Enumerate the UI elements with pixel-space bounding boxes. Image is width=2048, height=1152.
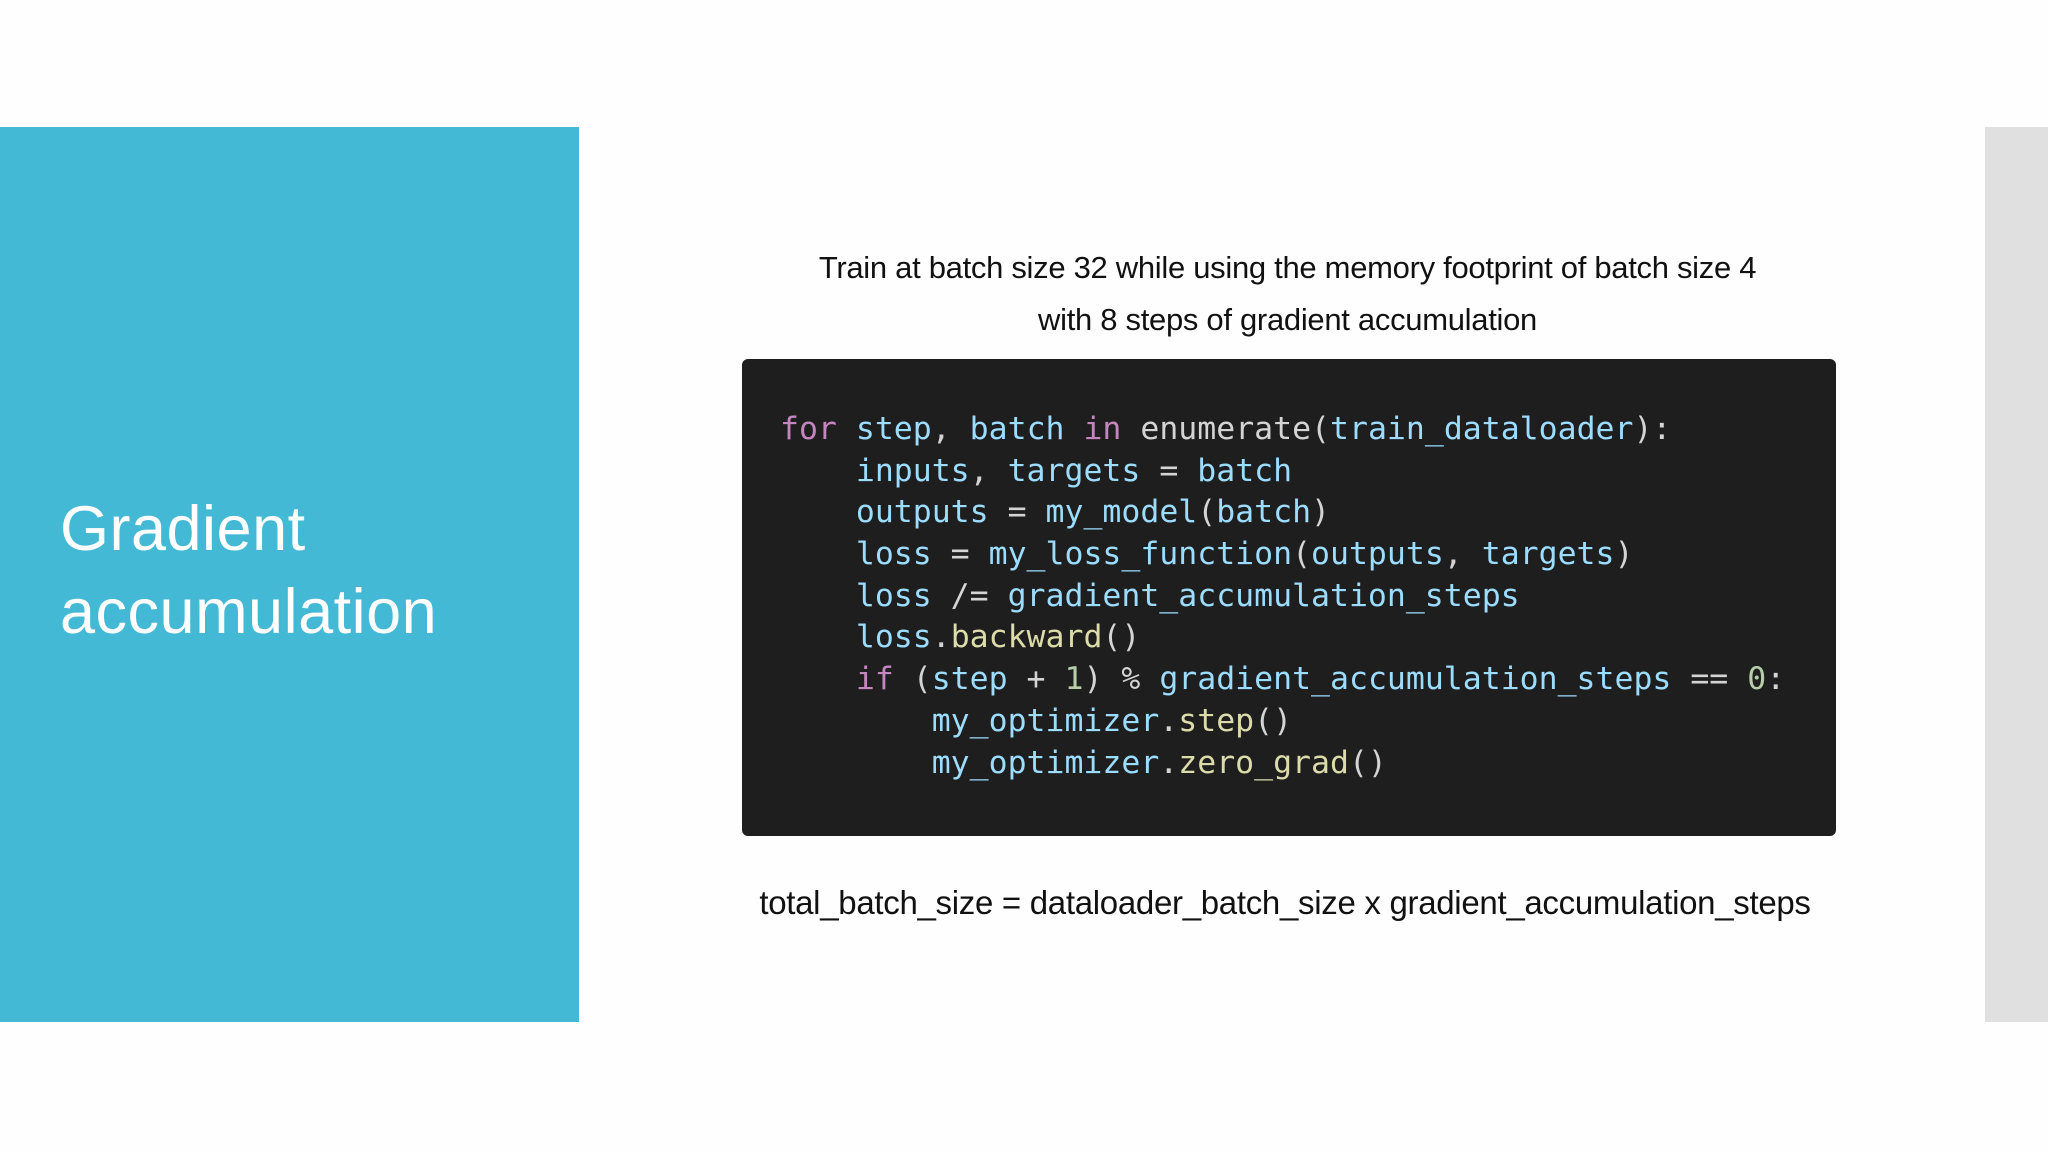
subtitle-line-1: Train at batch size 32 while using the m… [818,250,1757,285]
code-token: for [780,411,837,447]
code-token: () [1348,744,1387,781]
code-token: batch [1216,494,1312,531]
code-token: targets [1481,536,1615,573]
accent-panel [0,127,579,1022]
code-token [780,578,856,614]
code-token: ) [1614,536,1634,573]
code-token [837,411,856,447]
code-line: my_optimizer.step() [780,701,1785,743]
code-token: ( [1292,536,1312,573]
code-token: backward [950,619,1103,656]
code-line: for step, batch in enumerate(train_datal… [780,409,1785,451]
code-line: loss /= gradient_accumulation_steps [780,576,1785,618]
code-token: outputs [1311,536,1444,573]
title-line-1: Gradient [60,494,306,564]
code-token: step [1178,702,1255,739]
code-token: zero_grad [1178,744,1349,781]
code-token: /= [931,577,1008,614]
subtitle-line-2: with 8 steps of gradient accumulation [1038,302,1537,337]
code-token: enumerate( [1121,411,1331,447]
code-token: ) % [1083,661,1160,698]
code-token: . [931,619,951,656]
code-token: gradient_accumulation_steps [1159,661,1672,698]
code-token: ): [1633,411,1672,447]
code-token: ( [1197,494,1217,531]
code-line: my_optimizer.zero_grad() [780,743,1785,785]
code-token: 1 [1064,661,1084,698]
code-token: ( [893,661,932,698]
code-line: outputs = my_model(batch) [780,492,1785,534]
code-token: = [1140,452,1198,489]
code-token: . [1159,702,1179,739]
code-token: () [1254,702,1293,739]
code-token: = [988,494,1046,531]
code-token: == [1671,661,1748,698]
slide-title: Gradient accumulation [60,488,437,654]
right-side-bar [1985,127,2048,1022]
code-line: inputs, targets = batch [780,451,1785,493]
slide-subtitle: Train at batch size 32 while using the m… [680,242,1895,346]
code-token: if [855,661,894,698]
code-token: my_optimizer [931,702,1160,739]
code-content: for step, batch in enumerate(train_datal… [780,409,1785,784]
code-token [780,536,856,572]
code-token: loss [855,577,932,614]
code-token: , [969,452,1008,489]
code-token: my_optimizer [931,744,1160,781]
code-token: ) [1311,494,1331,531]
code-block: for step, batch in enumerate(train_datal… [742,359,1836,836]
code-token: outputs [855,494,989,531]
code-token: gradient_accumulation_steps [1007,577,1520,614]
code-token [780,661,856,697]
code-token: . [1159,744,1179,781]
code-token: loss [855,536,932,573]
code-token: : [1766,661,1786,698]
code-token: step [931,661,1008,698]
title-line-2: accumulation [60,577,438,647]
code-token: batch [969,411,1065,447]
code-token: () [1102,619,1141,656]
code-token: 0 [1747,661,1767,698]
code-token [1065,411,1084,447]
code-token: + [1007,661,1065,698]
code-token: targets [1007,452,1141,489]
code-token: = [931,536,989,573]
code-token [780,703,932,739]
code-token: loss [855,619,932,656]
code-token: train_dataloader [1330,411,1634,447]
code-token: step [855,411,932,447]
code-token: my_model [1045,494,1198,531]
code-token: my_loss_function [988,536,1293,573]
batch-size-formula: total_batch_size = dataloader_batch_size… [759,884,1811,921]
code-token: in [1083,411,1122,447]
code-line: loss = my_loss_function(outputs, targets… [780,534,1785,576]
code-token: batch [1197,452,1293,489]
code-token [780,453,856,489]
code-token: , [1443,536,1482,573]
code-line: if (step + 1) % gradient_accumulation_st… [780,659,1785,701]
code-token: , [931,411,970,447]
code-token [780,494,856,530]
code-line: loss.backward() [780,617,1785,659]
code-token [780,619,856,655]
code-token [780,745,932,781]
code-token: inputs [855,452,970,489]
